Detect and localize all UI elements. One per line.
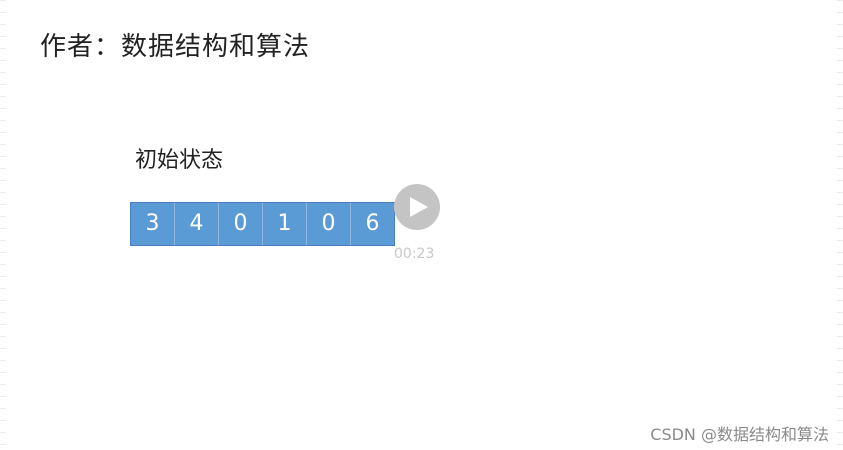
array-bar: 3 4 0 1 0 6 xyxy=(130,202,395,246)
left-edge-grid xyxy=(0,0,6,450)
author-title: 作者：数据结构和算法 xyxy=(40,32,311,62)
array-cell: 0 xyxy=(219,203,263,245)
play-button[interactable] xyxy=(394,184,440,230)
array-cell: 4 xyxy=(175,203,219,245)
video-timestamp: 00:23 xyxy=(394,246,435,262)
array-cell: 0 xyxy=(307,203,351,245)
state-label: 初始状态 xyxy=(135,148,224,173)
array-cell: 6 xyxy=(365,211,380,236)
array-cell: 1 xyxy=(263,203,307,245)
csdn-watermark: CSDN @数据结构和算法 xyxy=(650,425,829,444)
right-edge-grid xyxy=(837,0,843,450)
array-cell: 3 xyxy=(131,203,175,245)
play-icon xyxy=(410,197,428,217)
